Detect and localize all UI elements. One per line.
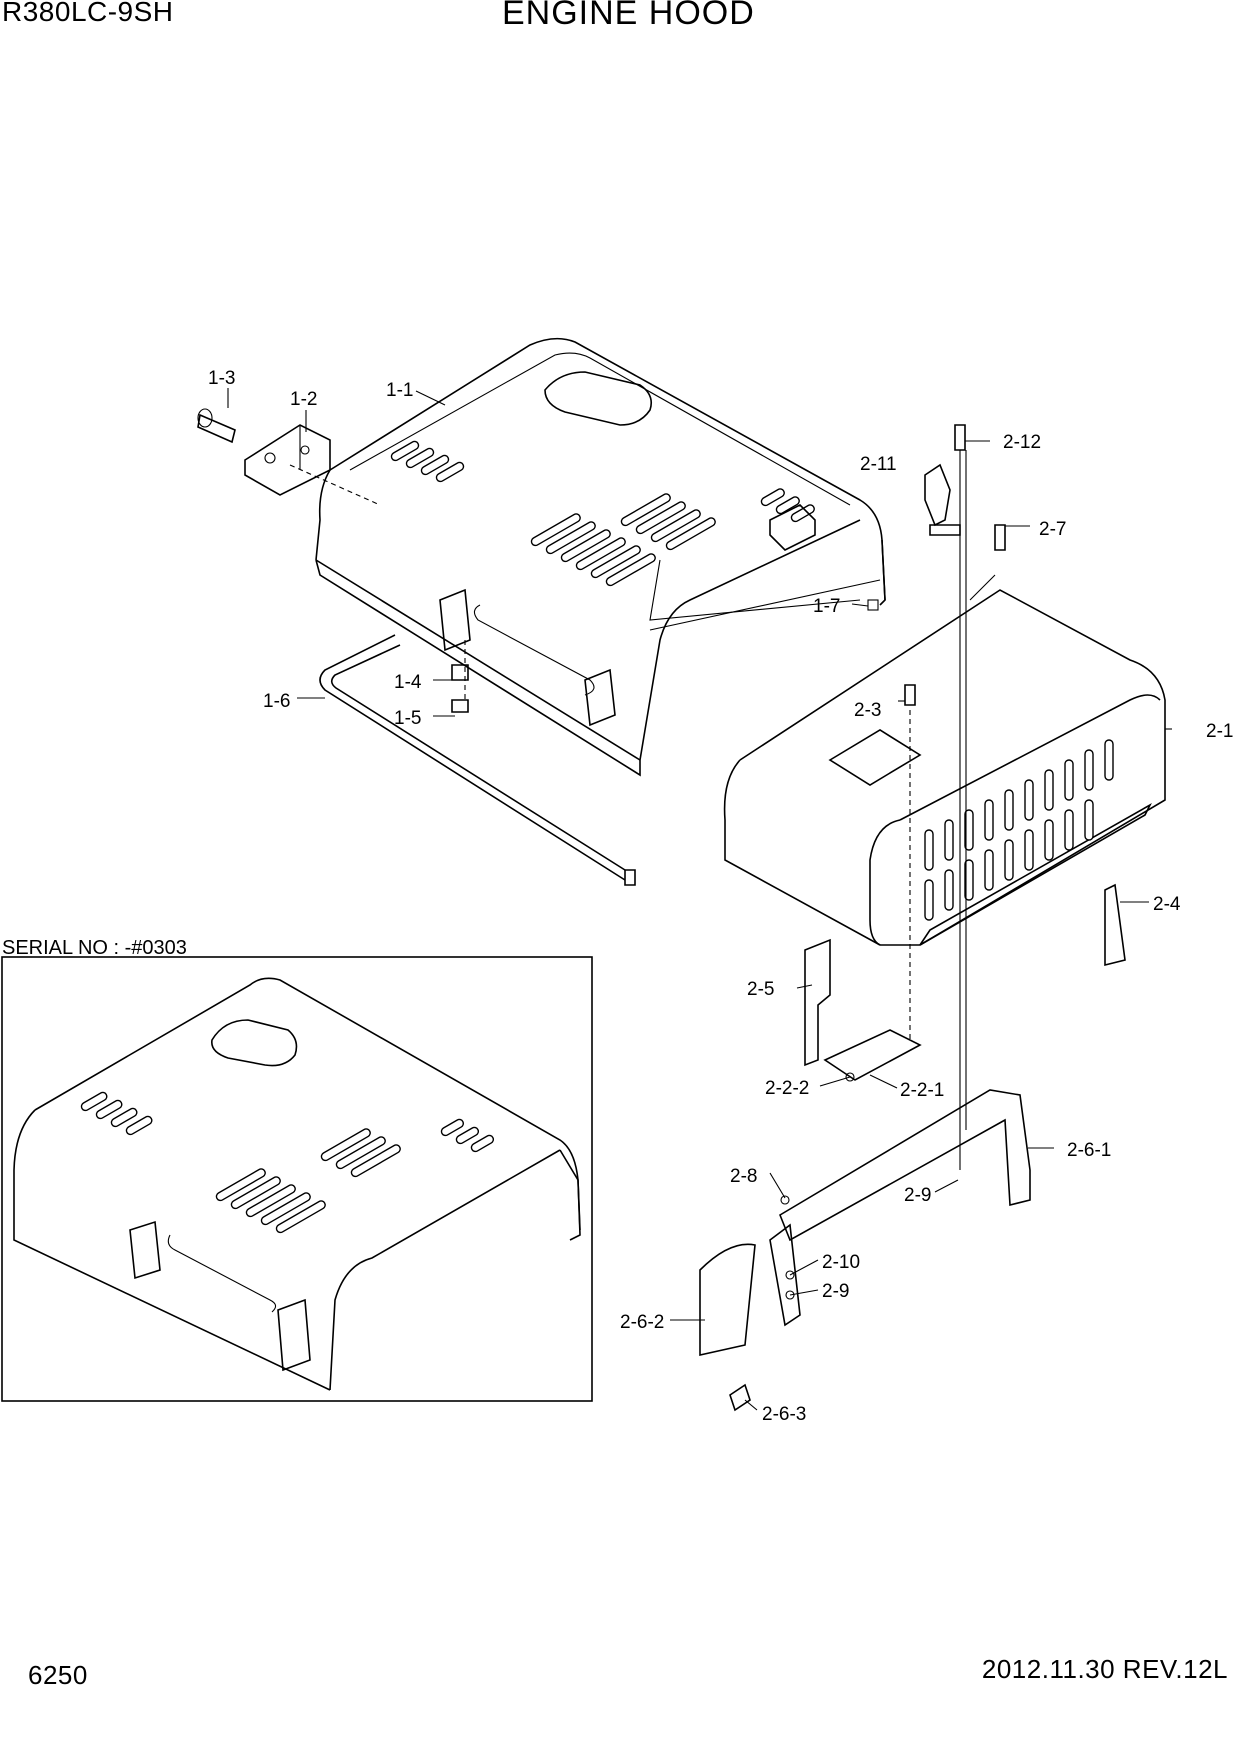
- callout-1-5: 1-5: [394, 708, 421, 729]
- hinge-assembly: [197, 408, 331, 496]
- page-title: ENGINE HOOD: [502, 0, 755, 32]
- rear-vent-slots: [924, 739, 1114, 921]
- callout-2-5: 2-5: [747, 979, 774, 1000]
- cover-plate: [823, 1029, 922, 1082]
- callout-2-2-2: 2-2-2: [765, 1078, 809, 1099]
- callout-1-4: 1-4: [394, 672, 422, 693]
- callout-2-6-3: 2-6-3: [762, 1404, 806, 1425]
- callout-1-2: 1-2: [290, 389, 317, 410]
- vent-slots: [390, 440, 815, 587]
- callout-1-6: 1-6: [263, 691, 290, 712]
- callout-2-2-1: 2-2-1: [900, 1080, 944, 1101]
- callout-1-7: 1-7: [813, 596, 840, 617]
- callout-2-9-upper: 2-9: [904, 1185, 931, 1206]
- inset-earlier-serial-hood: [1, 956, 593, 1402]
- clamp-and-bolt: [451, 664, 469, 713]
- callout-2-6-2: 2-6-2: [620, 1312, 664, 1333]
- callout-2-9-lower: 2-9: [822, 1281, 849, 1302]
- callout-1-3: 1-3: [208, 368, 235, 389]
- side-panels: [804, 883, 1126, 1067]
- callout-2-11: 2-11: [860, 454, 897, 475]
- serial-number-label: SERIAL NO : -#0303: [2, 937, 187, 959]
- model-number: R380LC-9SH: [2, 0, 174, 27]
- engine-hood-rear-part: [723, 589, 1166, 946]
- callout-2-6-1: 2-6-1: [1067, 1140, 1111, 1161]
- weather-strip: [319, 634, 636, 886]
- callout-2-12: 2-12: [1003, 432, 1041, 453]
- leader-lines: [227, 388, 1172, 1411]
- page-number: 6250: [28, 1660, 88, 1690]
- callout-2-3: 2-3: [854, 700, 881, 721]
- callout-2-4: 2-4: [1153, 894, 1181, 915]
- callout-1-1: 1-1: [386, 380, 413, 401]
- callout-2-1: 2-1: [1206, 721, 1233, 742]
- callout-2-10: 2-10: [822, 1252, 860, 1273]
- engine-hood-upper-part: [289, 337, 886, 777]
- support-bracket-frame: [699, 1089, 1031, 1412]
- callout-2-8: 2-8: [730, 1166, 757, 1187]
- inset-vent-slots: [80, 1091, 495, 1234]
- callout-2-7: 2-7: [1039, 519, 1066, 540]
- latch-and-bolts: [904, 424, 1006, 1170]
- revision-date: 2012.11.30 REV.12L: [981, 1654, 1228, 1684]
